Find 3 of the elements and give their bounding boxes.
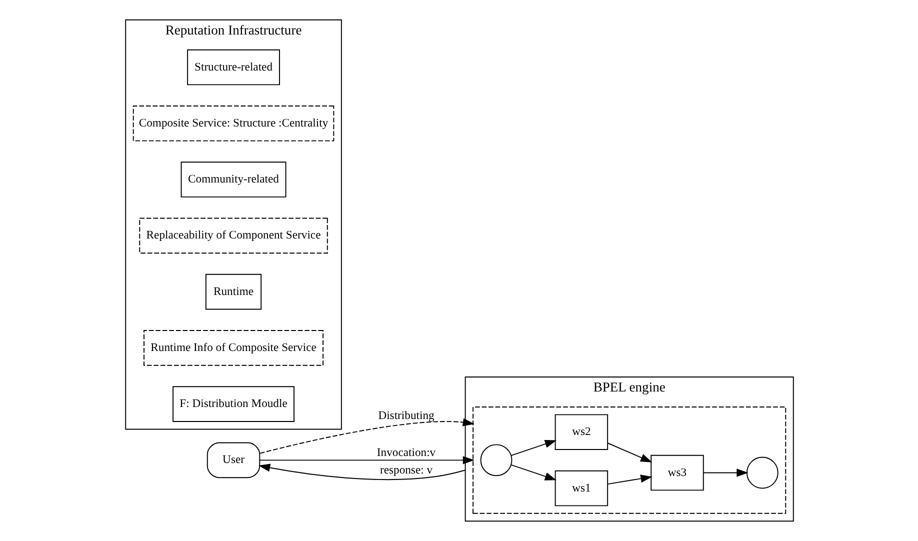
edge-label: Distributing <box>378 409 434 422</box>
edge-label: response: v <box>379 463 432 476</box>
edge-label: Invocation:v <box>376 446 436 459</box>
